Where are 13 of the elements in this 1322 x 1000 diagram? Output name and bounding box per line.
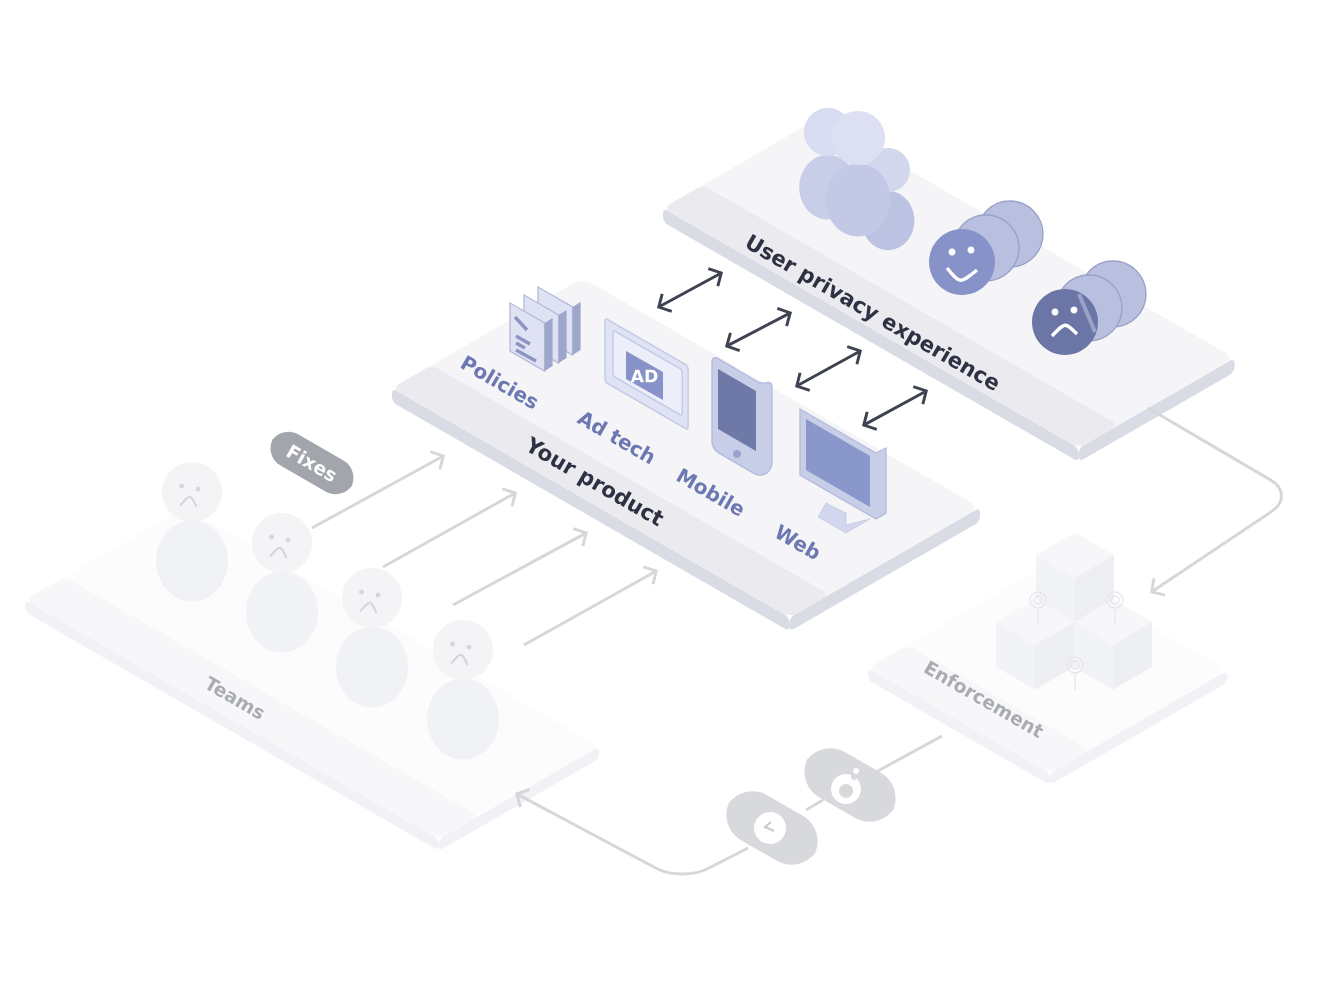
- arrow: [657, 267, 723, 313]
- arrow: [452, 527, 588, 607]
- arrow: [382, 487, 517, 569]
- arrow: [515, 788, 749, 876]
- arrow: [523, 565, 658, 647]
- arrow: [1147, 406, 1283, 597]
- arrow: [311, 450, 445, 530]
- ad-badge: AD: [626, 351, 663, 400]
- icon-pill: [804, 748, 896, 822]
- icon-pill: [726, 791, 818, 865]
- arrow: [795, 345, 862, 392]
- arrow: [725, 307, 792, 352]
- arrow: [862, 385, 928, 431]
